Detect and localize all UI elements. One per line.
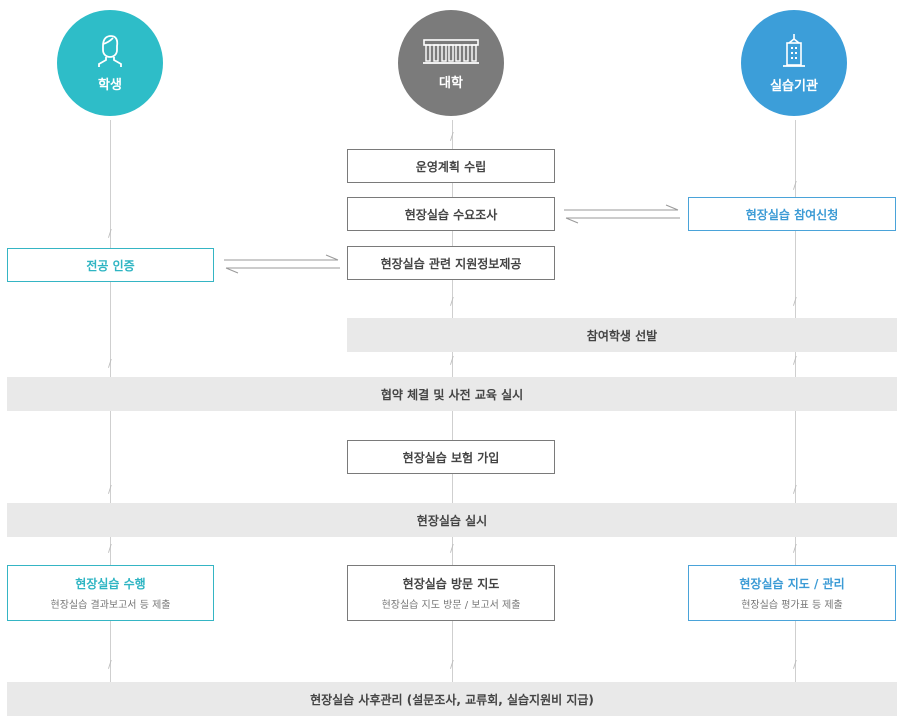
- flow-tick: /: [793, 295, 797, 308]
- university-actor: 대학: [398, 10, 504, 116]
- flow-tick: /: [108, 357, 112, 370]
- flow-tick: /: [793, 179, 797, 192]
- exchange-arrows-survey: [564, 204, 680, 224]
- step-major-cert: 전공 인증: [7, 248, 214, 282]
- student-actor: 학생: [57, 10, 163, 116]
- step-visit: 현장실습 방문 지도 현장실습 지도 방문 / 보고서 제출: [347, 565, 555, 621]
- step-survey: 현장실습 수요조사: [347, 197, 555, 231]
- step-perform: 현장실습 수행 현장실습 결과보고서 등 제출: [7, 565, 214, 621]
- flow-tick: /: [450, 658, 454, 671]
- step-plan: 운영계획 수립: [347, 149, 555, 183]
- step-select-students: 참여학생 선발: [347, 318, 897, 352]
- exchange-arrows-support: [224, 254, 340, 274]
- flow-tick: /: [450, 130, 454, 143]
- flow-tick: /: [450, 354, 454, 367]
- flow-tick: /: [108, 542, 112, 555]
- flow-tick: /: [108, 483, 112, 496]
- flow-tick: /: [793, 354, 797, 367]
- guide-subtitle: 현장실습 평가표 등 제출: [741, 600, 843, 611]
- step-guide: 현장실습 지도 / 관리 현장실습 평가표 등 제출: [688, 565, 896, 621]
- student-icon: [98, 34, 122, 67]
- office-building-icon: [783, 33, 805, 67]
- step-agreement: 협약 체결 및 사전 교육 실시: [7, 377, 897, 411]
- guide-title: 현장실습 지도 / 관리: [739, 577, 845, 591]
- student-label: 학생: [98, 77, 122, 93]
- step-apply: 현장실습 참여신청: [688, 197, 896, 231]
- flow-tick: /: [793, 658, 797, 671]
- flow-tick: /: [793, 542, 797, 555]
- flow-tick: /: [108, 658, 112, 671]
- flow-tick: /: [450, 295, 454, 308]
- university-building-icon: [423, 38, 479, 64]
- institution-actor: 실습기관: [741, 10, 847, 116]
- visit-subtitle: 현장실습 지도 방문 / 보고서 제출: [381, 600, 521, 611]
- perform-subtitle: 현장실습 결과보고서 등 제출: [50, 600, 171, 611]
- flow-tick: /: [793, 483, 797, 496]
- step-insurance: 현장실습 보험 가입: [347, 440, 555, 474]
- flow-tick: /: [108, 227, 112, 240]
- step-support-info: 현장실습 관련 지원정보제공: [347, 246, 555, 280]
- university-label: 대학: [439, 75, 463, 91]
- step-followup: 현장실습 사후관리 (설문조사, 교류회, 실습지원비 지급): [7, 682, 897, 716]
- flow-tick: /: [450, 542, 454, 555]
- visit-title: 현장실습 방문 지도: [402, 577, 500, 591]
- institution-label: 실습기관: [770, 78, 818, 94]
- perform-title: 현장실습 수행: [75, 577, 146, 591]
- step-conduct: 현장실습 실시: [7, 503, 897, 537]
